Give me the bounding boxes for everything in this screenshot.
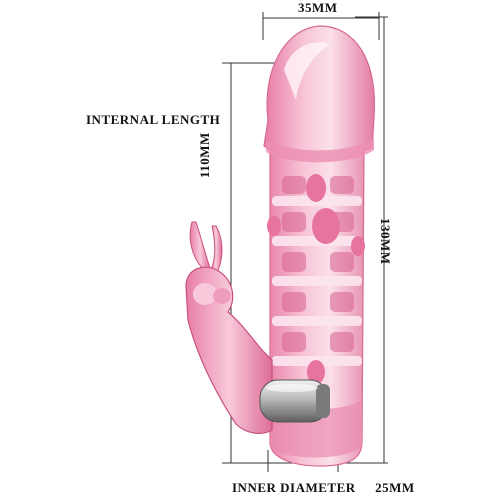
width-top-label: 35MM [298, 0, 338, 15]
inner-diameter-value: 25MM [375, 480, 415, 495]
total-length-value: 130MM [378, 218, 393, 265]
rabbit-face [193, 283, 217, 305]
inner-diameter-label: INNER DIAMETER [232, 480, 356, 495]
inner-diameter-row: INNER DIAMETER 25MM [232, 480, 415, 496]
lattice-openings [282, 176, 354, 352]
head-rim [266, 138, 374, 163]
lattice-bars [272, 196, 362, 366]
rabbit-paw [213, 288, 231, 304]
rabbit-stimulator [185, 221, 273, 434]
bullet-shine [266, 384, 318, 392]
rabbit-ear-left [189, 221, 211, 271]
bullet-cap [316, 384, 330, 418]
internal-length-label: INTERNAL LENGTH [86, 112, 221, 127]
rabbit-ear-right [209, 225, 223, 275]
internal-length-value: 110MM [197, 132, 212, 178]
sleeve-body [263, 25, 376, 467]
sleeve-nubs [267, 174, 365, 384]
head-highlight [284, 42, 330, 100]
rabbit-body [185, 266, 273, 434]
bullet-vibrator [259, 379, 330, 423]
